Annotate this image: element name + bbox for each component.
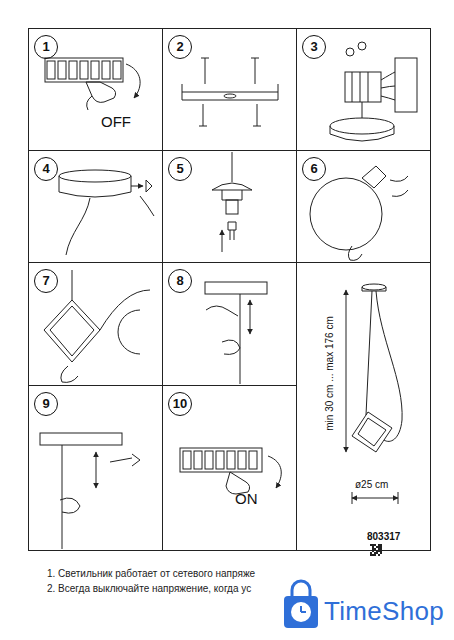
- breaker-switch: [216, 451, 224, 469]
- breaker-switch: [91, 61, 99, 79]
- step-panel: 8: [162, 262, 297, 386]
- step-panel: 2: [162, 28, 297, 151]
- step-panel: 9: [28, 385, 163, 551]
- glass-globe: [310, 166, 408, 260]
- cord-adjust: [205, 282, 267, 384]
- step-number: 1: [34, 35, 58, 59]
- step-number: 6: [302, 157, 326, 181]
- mounting-bracket: [182, 58, 278, 126]
- step-number: 8: [168, 269, 192, 293]
- step-number: 7: [34, 269, 58, 293]
- step-number: 3: [302, 35, 326, 59]
- step-number: 10: [168, 392, 192, 416]
- wire-cage: [44, 270, 150, 382]
- step-number: 9: [34, 392, 58, 416]
- canopy: [59, 170, 154, 255]
- qr-code: [370, 544, 382, 556]
- cord-adjust: [40, 433, 140, 549]
- breaker-switch: [58, 61, 66, 79]
- step-panel: 10ON: [162, 385, 297, 551]
- label-text: ø25 cm: [355, 479, 388, 490]
- footnote: 2. Всегда выключайте напряжение, когда у…: [47, 583, 251, 594]
- step-panel: 5: [162, 150, 297, 263]
- watermark: TimeShop: [324, 596, 444, 627]
- lamp-socket: [212, 152, 252, 252]
- label-text: 803317: [367, 531, 400, 542]
- breaker-switch: [69, 61, 77, 79]
- step-panel: min 30 cm ... max 176 cm ø25 cm 803317: [296, 262, 431, 551]
- step-number: 4: [34, 157, 58, 181]
- pendant-dimensions: [346, 284, 402, 504]
- step-panel: 3: [296, 28, 431, 151]
- logo-icon: [284, 581, 318, 628]
- breaker-switch: [183, 451, 191, 469]
- dimension-text: min 30 cm ... max 176 cm: [324, 316, 335, 430]
- breaker-switch: [194, 451, 202, 469]
- label-text: OFF: [101, 113, 131, 130]
- breaker-switch: [80, 61, 88, 79]
- label-text: ON: [235, 490, 258, 507]
- breaker-switch: [205, 451, 213, 469]
- breaker-switch: [102, 61, 110, 79]
- step-number: 2: [168, 35, 192, 59]
- breaker-switch: [249, 451, 257, 469]
- breaker-box: [45, 58, 140, 110]
- step-panel: 4: [28, 150, 163, 263]
- step-panel: 7: [28, 262, 163, 386]
- step-panel: 6: [296, 150, 431, 263]
- breaker-switch: [113, 61, 121, 79]
- breaker-box: [180, 448, 281, 494]
- breaker-switch: [227, 451, 235, 469]
- step-number: 5: [168, 157, 192, 181]
- breaker-switch: [238, 451, 246, 469]
- footnote: 1. Светильник работает от сетевого напря…: [47, 568, 255, 579]
- step-panel: 1OFF: [28, 28, 163, 151]
- ceiling-wiring: [330, 42, 417, 141]
- breaker-switch: [47, 61, 55, 79]
